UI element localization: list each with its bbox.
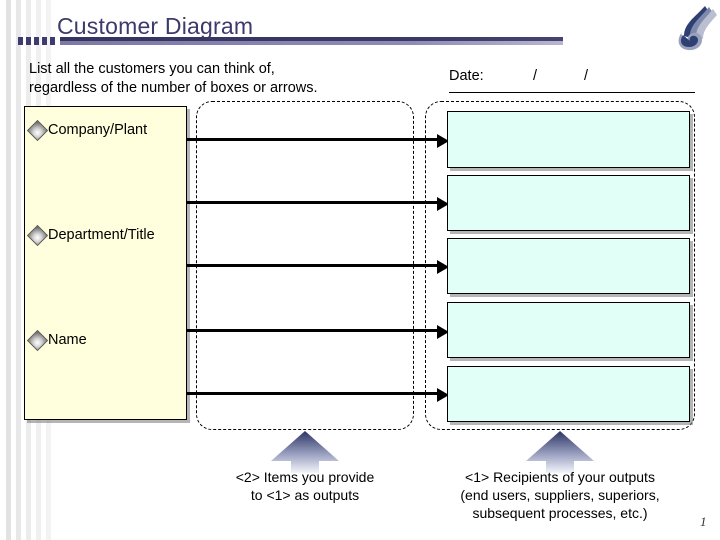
flow-arrow-head-icon <box>437 197 449 211</box>
recipients-caption-line-3: subsequent processes, etc.) <box>472 505 648 521</box>
flow-arrow-line <box>187 138 439 141</box>
supplier-field-company[interactable]: Company/Plant <box>26 119 148 141</box>
flow-arrow-line <box>187 264 439 267</box>
divider-bar-bottom <box>60 41 563 45</box>
recipient-box[interactable] <box>447 175 690 231</box>
recipient-box[interactable] <box>447 238 690 294</box>
date-label: Date: <box>449 68 484 84</box>
divider-bar-top <box>60 37 563 41</box>
supplier-field-label: Name <box>48 332 87 348</box>
diamond-bullet-icon <box>26 119 49 141</box>
recipient-box[interactable] <box>447 302 690 358</box>
supplier-field-name[interactable]: Name <box>26 329 87 351</box>
callout-up-arrow-icon <box>526 431 594 473</box>
page-title: Customer Diagram <box>57 13 254 39</box>
diamond-bullet-icon <box>26 329 49 351</box>
flow-arrow-head-icon <box>437 388 449 402</box>
decorative-stripe <box>6 0 11 540</box>
supplier-field-department[interactable]: Department/Title <box>26 224 155 246</box>
page-number: 1 <box>700 514 707 529</box>
date-separator-1: / <box>533 68 538 84</box>
instruction-line-1: List all the customers you can think of, <box>29 61 275 77</box>
instruction-line-2: regardless of the number of boxes or arr… <box>29 80 318 96</box>
recipients-caption: <1> Recipients of your outputs (end user… <box>425 468 695 522</box>
logo-swoosh-icon <box>672 2 718 54</box>
flow-arrow-line <box>187 392 439 395</box>
flow-arrow-head-icon <box>437 134 449 148</box>
recipients-caption-line-2: (end users, suppliers, superiors, <box>460 487 660 503</box>
supplier-info-box[interactable]: Company/Plant Department/Title Name <box>24 106 187 420</box>
decorative-stripe <box>16 0 21 540</box>
divider-dashes <box>18 37 60 45</box>
title-divider <box>18 36 563 46</box>
outputs-caption-line-2: to <1> as outputs <box>250 487 360 503</box>
flow-arrow-head-icon <box>437 260 449 274</box>
flow-arrow-line <box>187 201 439 204</box>
supplier-field-label: Company/Plant <box>48 122 148 138</box>
instruction-text: List all the customers you can think of,… <box>29 60 318 98</box>
outputs-caption: <2> Items you provide to <1> as outputs <box>196 468 414 504</box>
flow-arrow-line <box>187 329 439 332</box>
recipient-box[interactable] <box>447 366 690 422</box>
callout-up-arrow-icon <box>271 431 339 473</box>
diamond-bullet-icon <box>26 224 49 246</box>
outputs-caption-line-1: <2> Items you provide <box>235 469 375 485</box>
date-field[interactable]: Date: / / <box>449 68 695 93</box>
recipient-box[interactable] <box>447 111 690 168</box>
flow-arrow-head-icon <box>437 325 449 339</box>
recipients-caption-line-1: <1> Recipients of your outputs <box>465 469 655 485</box>
supplier-field-label: Department/Title <box>48 227 155 243</box>
date-separator-2: / <box>584 68 589 84</box>
